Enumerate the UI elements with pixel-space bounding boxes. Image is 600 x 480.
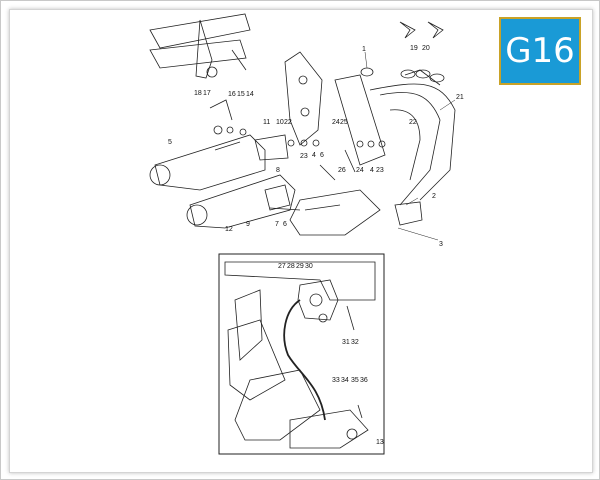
leader-lines	[364, 51, 456, 241]
callout-8: 8	[276, 167, 280, 174]
callout-3: 3	[439, 241, 443, 248]
callout-12: 12	[225, 226, 233, 233]
muffler-upper	[149, 134, 266, 191]
callout-31: 31	[342, 339, 350, 346]
callout-9: 9	[246, 221, 250, 228]
callout-36: 36	[360, 377, 368, 384]
callout-26: 26	[338, 167, 346, 174]
callout-6b: 6	[283, 221, 287, 228]
callout-33: 33	[332, 377, 340, 384]
callout-14: 14	[246, 91, 254, 98]
callout-1: 1	[362, 46, 366, 53]
callout-35: 35	[351, 377, 359, 384]
callout-6a: 6	[320, 152, 324, 159]
callout-11: 11	[263, 119, 270, 126]
callout-22a: 22	[284, 119, 292, 126]
callout-20: 20	[422, 45, 430, 52]
callout-27: 27	[278, 263, 286, 270]
section-code: G16	[505, 31, 575, 71]
callout-5: 5	[168, 139, 172, 146]
callout-19: 19	[410, 45, 418, 52]
callout-34: 34	[341, 377, 349, 384]
collector-box	[289, 189, 423, 236]
fasteners	[209, 99, 386, 211]
callout-23a: 23	[300, 153, 308, 160]
callout-32: 32	[351, 339, 359, 346]
callout-24a: 24	[332, 119, 340, 126]
callout-22b: 22	[409, 119, 417, 126]
callout-15: 15	[237, 91, 245, 98]
callout-4b: 4	[370, 167, 374, 174]
section-badge: G16	[499, 17, 581, 85]
callout-21: 21	[456, 94, 464, 101]
callout-23b: 23	[376, 167, 384, 174]
callout-7: 7	[275, 221, 279, 228]
muffler-lower	[186, 174, 296, 229]
inset-detail: 27 28 29 30 31 32 33 34 35 36 13	[218, 253, 385, 455]
callout-18: 18	[194, 90, 202, 97]
callout-10: 10	[276, 119, 284, 126]
callout-13: 13	[376, 439, 384, 446]
callout-29: 29	[296, 263, 304, 270]
callouts-upper: 1 2 3 4 4 5 6 6 7 8 9 10 11 12 14 15 16 …	[168, 45, 464, 248]
callout-17: 17	[203, 90, 211, 97]
callout-16: 16	[228, 91, 236, 98]
callout-24b: 24	[356, 167, 364, 174]
header-pipes	[360, 67, 456, 206]
callout-28: 28	[287, 263, 295, 270]
side-panel	[334, 74, 386, 166]
spring-clamps	[399, 21, 444, 39]
callout-4a: 4	[312, 152, 316, 159]
frame-section	[149, 13, 251, 79]
callout-2: 2	[432, 193, 436, 200]
callout-30: 30	[305, 263, 313, 270]
heat-shield	[254, 134, 289, 161]
heel-guard	[284, 51, 323, 146]
callout-25: 25	[340, 119, 348, 126]
